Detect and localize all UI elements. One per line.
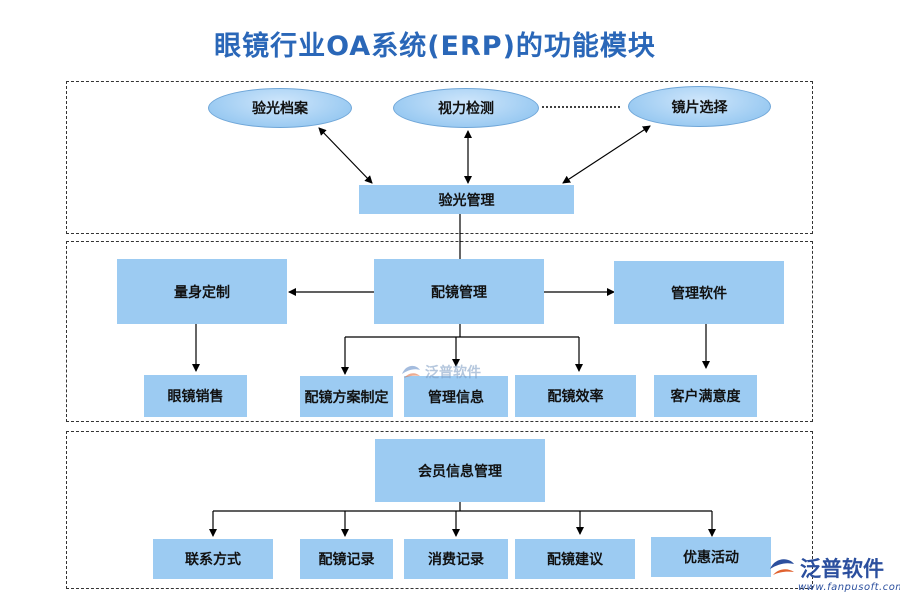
- node-management-info: 管理信息: [404, 376, 508, 417]
- node-contact-info: 联系方式: [153, 539, 273, 579]
- node-fitting-suggestions: 配镜建议: [515, 539, 635, 579]
- member-section: [66, 431, 813, 589]
- node-custom-fitting: 量身定制: [117, 259, 287, 324]
- fitting-section: [66, 241, 813, 422]
- node-consumption-records: 消费记录: [404, 539, 508, 579]
- node-vision-test: 视力检测: [393, 88, 539, 128]
- node-fitting-management: 配镜管理: [374, 259, 544, 324]
- node-optometry-records: 验光档案: [208, 88, 352, 128]
- node-lens-selection: 镜片选择: [628, 86, 771, 127]
- node-member-management: 会员信息管理: [375, 439, 545, 502]
- node-customer-satisfaction: 客户满意度: [654, 375, 757, 417]
- fanpu-brand-icon: [770, 559, 794, 575]
- node-fitting-records: 配镜记录: [300, 539, 393, 579]
- node-fitting-efficiency: 配镜效率: [515, 375, 636, 417]
- node-promotions: 优惠活动: [651, 537, 771, 577]
- node-optometry-management: 验光管理: [359, 185, 574, 214]
- brand-logo: 泛普软件: [768, 553, 884, 583]
- node-fitting-plan: 配镜方案制定: [300, 376, 393, 417]
- diagram-title: 眼镜行业OA系统(ERP)的功能模块: [214, 31, 656, 62]
- brand-name: 泛普软件: [800, 557, 884, 581]
- brand-url: www.fanpusoft.com: [798, 582, 900, 593]
- node-management-software: 管理软件: [614, 261, 784, 324]
- optometry-section: [66, 81, 813, 234]
- node-glasses-sales: 眼镜销售: [144, 375, 247, 417]
